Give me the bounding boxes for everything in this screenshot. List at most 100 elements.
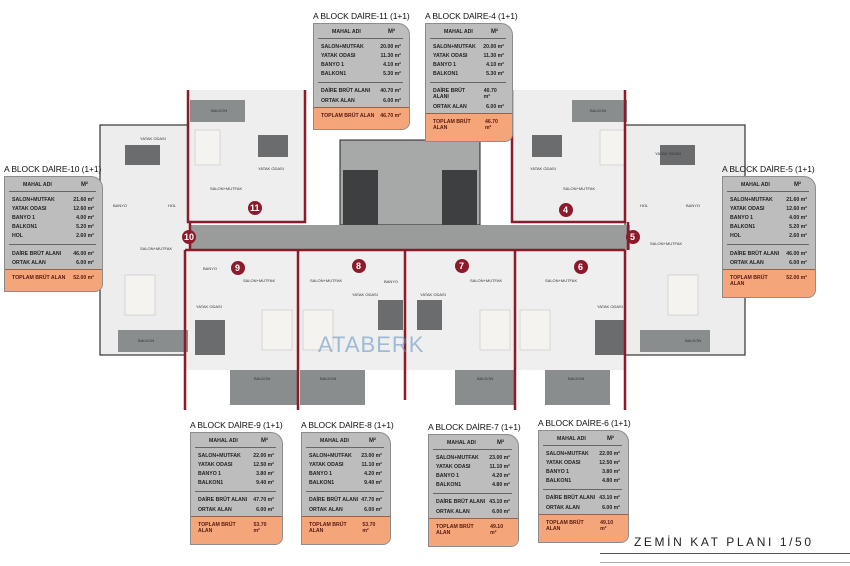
room-area: 3.80 m² <box>256 470 274 477</box>
total-value: 52.00 m² <box>73 275 94 282</box>
summary-value: 6.00 m² <box>789 259 807 266</box>
room-name: BALKON1 <box>309 480 335 487</box>
room-label: YATAK ODASI <box>352 292 378 297</box>
room-area: 5.30 m² <box>383 71 401 78</box>
summary-label: ORTAK ALAN <box>730 259 764 266</box>
column-header-unit: M² <box>497 440 504 446</box>
unit-number-markers: 11 10 9 8 7 6 4 5 <box>182 201 640 275</box>
room-name: BALKON1 <box>433 71 459 78</box>
divider <box>600 553 850 554</box>
room-name: YATAK ODASI <box>198 461 233 468</box>
room-name: YATAK ODASI <box>730 205 765 212</box>
room-name: HOL <box>730 233 741 240</box>
summary-label: DAİRE BRÜT ALANI <box>198 497 248 504</box>
room-area: 12.60 m² <box>786 205 807 212</box>
total-label: TOPLAM BRÜT ALAN <box>730 275 768 288</box>
divider <box>727 243 809 245</box>
room-area: 12.60 m² <box>73 205 94 212</box>
table-row: BANYO 1 3.80 m² <box>191 469 282 478</box>
furniture <box>125 135 695 355</box>
total-label: TOPLAM BRÜT ALAN <box>198 522 236 535</box>
stair-right <box>442 170 477 225</box>
room-label: SALON+MUTFAK <box>650 241 682 246</box>
total-value: 53.70 m² <box>253 522 267 535</box>
column-header-name: MAHAL ADI <box>741 182 770 188</box>
table-header: MAHAL ADI M² <box>430 24 506 39</box>
room-area: 4.10 m² <box>383 61 401 68</box>
summary-value: 40.70 m² <box>483 88 497 101</box>
total-label: TOPLAM BRÜT ALAN <box>436 524 474 537</box>
room-area: 11.30 m² <box>380 52 401 59</box>
room-label: SALON+MUTFAK <box>243 278 275 283</box>
summary-row: DAİRE BRÜT ALANI 46.00 m² <box>5 249 102 258</box>
unit-title: A BLOCK DAİRE-9 (1+1) <box>190 420 283 430</box>
unit-number: 8 <box>356 261 361 271</box>
unit-title: A BLOCK DAİRE-4 (1+1) <box>425 11 518 21</box>
total-value: 52.00 m² <box>786 275 808 282</box>
column-header-name: MAHAL ADI <box>320 438 349 444</box>
room-name: YATAK ODASI <box>309 461 344 468</box>
divider <box>433 492 512 494</box>
table-row: YATAK ODASI 12.60 m² <box>723 204 815 213</box>
column-header-unit: M² <box>491 29 498 35</box>
room-label: BALKON <box>685 338 701 343</box>
balcony <box>455 370 515 405</box>
balcony <box>300 370 365 405</box>
summary-value: 46.00 m² <box>73 250 94 257</box>
summary-value: 6.00 m² <box>364 506 382 513</box>
column-header-name: MAHAL ADI <box>23 182 52 188</box>
room-label: BANYO <box>384 279 398 284</box>
room-name: BALKON1 <box>730 224 756 231</box>
column-header-name: MAHAL ADI <box>447 440 476 446</box>
table-header: MAHAL ADI M² <box>433 435 512 450</box>
summary-value: 43.10 m² <box>489 499 510 506</box>
room-label: SALON+MUTFAK <box>563 186 595 191</box>
room-area: 2.60 m² <box>789 233 807 240</box>
column-header-name: MAHAL ADI <box>444 29 473 35</box>
total-row: TOPLAM BRÜT ALAN 53.70 m² <box>191 516 282 545</box>
room-name: YATAK ODASI <box>546 459 581 466</box>
room-area: 22.00 m² <box>253 452 274 459</box>
unit-boundaries <box>183 90 630 410</box>
room-name: BALKON1 <box>12 224 38 231</box>
summary-label: DAİRE BRÜT ALANI <box>12 250 62 257</box>
summary-value: 6.00 m² <box>76 259 94 266</box>
summary-value: 6.00 m² <box>602 504 620 511</box>
column-header-unit: M² <box>261 438 268 444</box>
summary-label: DAİRE BRÜT ALANI <box>546 495 596 502</box>
room-name: BANYO 1 <box>198 470 222 477</box>
total-value: 46.70 m² <box>484 119 498 132</box>
room-label: BANYO <box>686 203 700 208</box>
summary-value: 6.00 m² <box>486 103 504 110</box>
room-name: BANYO 1 <box>546 468 570 475</box>
room-area: 2.60 m² <box>76 233 94 240</box>
balcony <box>190 100 245 122</box>
